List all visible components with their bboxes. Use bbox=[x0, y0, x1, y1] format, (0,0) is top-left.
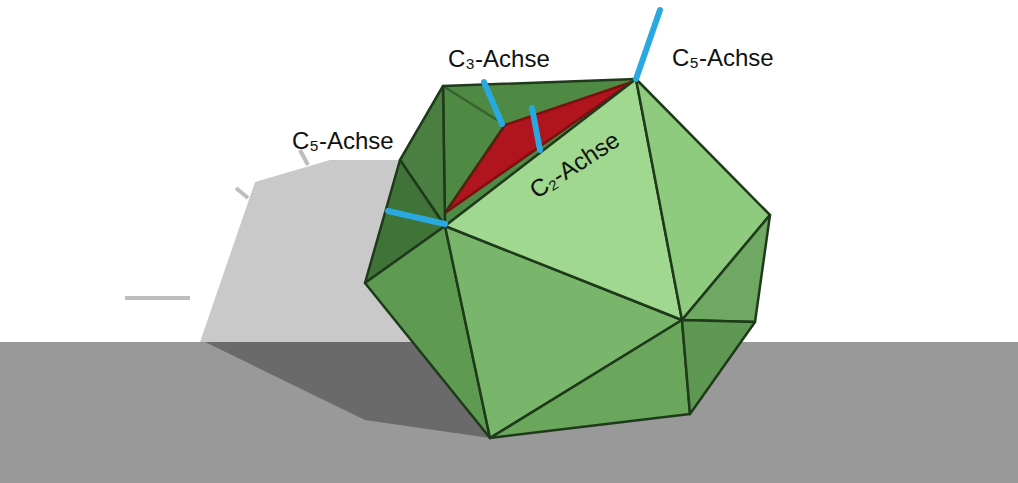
axis-label: C₅-Achse bbox=[292, 128, 394, 154]
shadow-rod bbox=[236, 188, 248, 198]
symmetry-axes bbox=[388, 10, 660, 224]
c2-axis-rod bbox=[532, 108, 540, 150]
face bbox=[682, 215, 770, 322]
c5-axis-rod bbox=[636, 10, 660, 79]
face bbox=[490, 320, 690, 438]
hidden-edge bbox=[445, 125, 505, 213]
face bbox=[682, 320, 755, 414]
icosahedron bbox=[365, 79, 770, 438]
shadow-rod bbox=[125, 296, 190, 300]
c3-axis-rod bbox=[484, 82, 502, 124]
axis-label: C₅-Achse bbox=[672, 45, 774, 71]
c5-axis-rod bbox=[388, 211, 445, 224]
axis-label: C₃-Achse bbox=[448, 46, 550, 72]
